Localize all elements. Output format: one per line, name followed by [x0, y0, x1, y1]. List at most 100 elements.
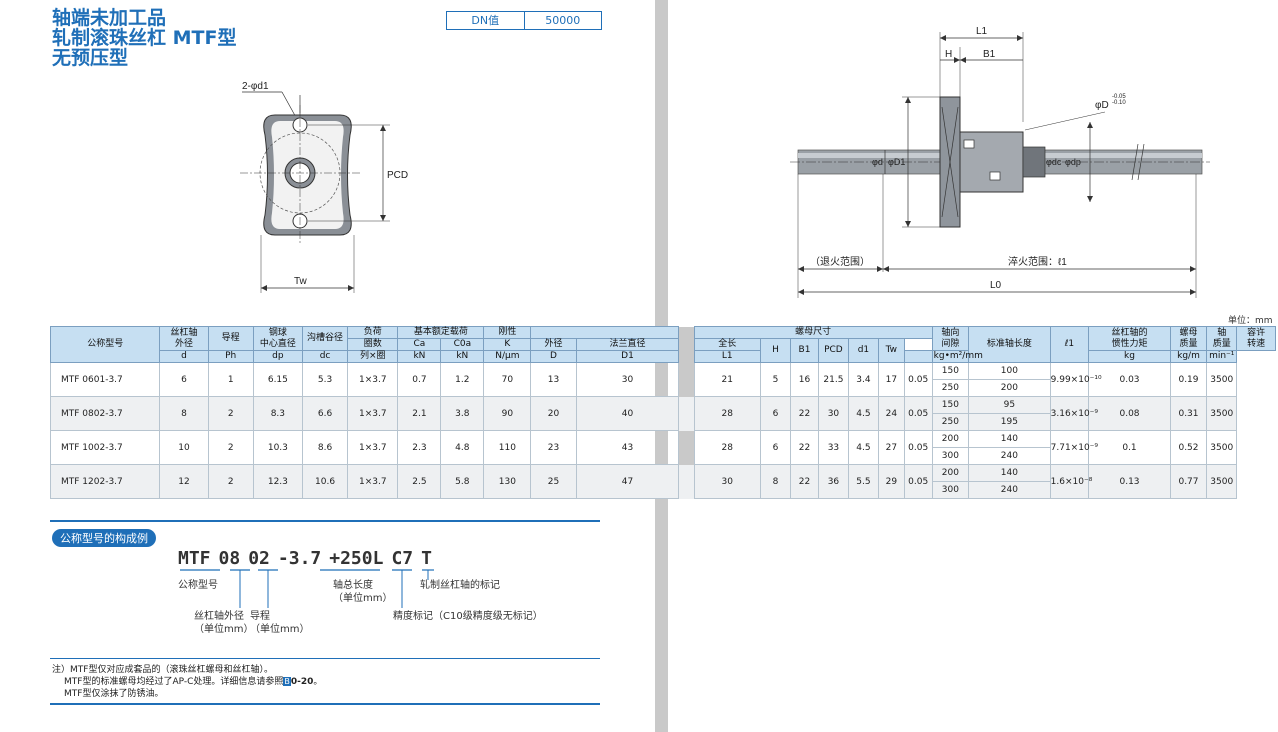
col-nut-dims: 螺母尺寸 — [693, 326, 933, 339]
reference-mark-icon: B — [283, 677, 291, 686]
note-reference[interactable]: 0-20 — [290, 677, 314, 687]
table-cell: MTF 0601-3.7 — [49, 362, 161, 397]
notes-top-rule — [50, 658, 600, 659]
code-part-series: MTF — [178, 548, 211, 569]
col-groove: 沟槽谷径 — [302, 326, 349, 351]
spec-table: 公称型号 丝杠轴 外径 导程 钢球 中心直径 沟槽谷径 负荷 基本额定载荷 刚性… — [49, 326, 1276, 499]
col-tw: Tw — [877, 338, 905, 363]
code-part-shaft: 08 — [218, 548, 241, 569]
col-lead: 导程 — [207, 326, 254, 351]
table-gutter-cell — [678, 464, 695, 499]
table-cell: 240 — [968, 447, 1051, 465]
title-line-2: 轧制滚珠丝杠 MTF型 — [52, 27, 237, 49]
table-cell: 140 — [968, 430, 1051, 448]
table-cell: 0.08 — [1088, 396, 1171, 431]
unit-kn-coa: kN — [440, 350, 485, 363]
table-cell: 250 — [931, 413, 970, 431]
table-cell: 250 — [931, 379, 970, 397]
table-cell: 8.3 — [252, 396, 304, 431]
col-shaft-mass: 轴 质量 — [1206, 326, 1238, 351]
table-cell: 8 — [159, 396, 209, 431]
col-shaft-dia: 丝杠轴 外径 — [159, 326, 209, 351]
table-cell: 240 — [968, 481, 1051, 499]
table-cell: 2.5 — [397, 464, 442, 499]
table-cell: 195 — [968, 413, 1051, 431]
title-line-1: 轴端未加工品 — [52, 7, 167, 29]
table-gutter-cell — [678, 362, 695, 397]
col-flange: 法兰直径 — [575, 338, 680, 351]
table-cell: 0.31 — [1169, 396, 1208, 431]
table-cell: 3.4 — [847, 362, 879, 397]
d1-label: φD1 — [888, 157, 905, 167]
table-cell: 9.99×10⁻¹⁰ — [1049, 362, 1102, 397]
table-cell: 1×3.7 — [347, 396, 399, 431]
unit-ph: Ph — [207, 350, 254, 363]
note-line-2: MTF型的标准螺母均经过了AP-C处理。详细信息请参照B0-20。 — [52, 676, 322, 688]
col-inertia: 丝杠轴的 惯性力矩 — [1088, 326, 1171, 351]
table-cell: 300 — [931, 481, 970, 499]
table-cell: 25 — [530, 464, 577, 499]
unit-dp: dp — [252, 350, 304, 363]
title-line-3: 无预压型 — [52, 47, 129, 69]
unit-k: N/μm — [483, 350, 532, 363]
code-part-accuracy: C7 — [391, 548, 414, 569]
table-cell: 0.03 — [1088, 362, 1171, 397]
hole-diameter-label: 2-φd1 — [242, 81, 269, 92]
col-std-length: 标准轴长度 — [968, 326, 1051, 363]
table-cell: 6.6 — [302, 396, 349, 431]
table-cell: 150 — [931, 396, 970, 414]
unit-label: 单位：mm — [1228, 316, 1273, 326]
table-cell: 3.8 — [440, 396, 485, 431]
table-cell: 4.5 — [847, 396, 879, 431]
table-cell: 10.3 — [252, 430, 304, 465]
table-cell: 1×3.7 — [347, 464, 399, 499]
screw-side-view: L1 H B1 φD -0.05 -0.10 φd φD1 φdc φdp （退… — [790, 26, 1210, 298]
table-cell: 140 — [968, 464, 1051, 482]
flange-diameter-label: φD — [1095, 100, 1109, 111]
table-cell: 29 — [877, 464, 905, 499]
note-line-1: 注）MTF型仅对应成套品的（滚珠丝杠螺母和丝杠轴）。 — [52, 665, 273, 675]
l0-dimension-label: L0 — [990, 280, 1002, 291]
table-cell: 1.6×10⁻⁸ — [1049, 464, 1092, 499]
table-cell: 2.1 — [397, 396, 442, 431]
note-line-2-end: 。 — [313, 677, 323, 687]
code-part-lead: 02 — [248, 548, 270, 569]
table-cell: 22 — [790, 396, 819, 431]
table-cell: 100 — [968, 362, 1051, 380]
unit-D1: D1 — [575, 350, 680, 363]
dc-label: φdc — [1046, 157, 1062, 167]
code-part-rolled: T — [421, 548, 432, 569]
table-cell: 10 — [159, 430, 209, 465]
table-cell: 21.5 — [817, 362, 849, 397]
table-cell: 5.3 — [302, 362, 349, 397]
composition-leaders — [180, 569, 434, 608]
composition-badge: 公称型号的构成例 — [52, 529, 156, 547]
table-cell: 6.15 — [252, 362, 304, 397]
table-cell: 5.8 — [440, 464, 485, 499]
table-cell: 0.05 — [903, 396, 933, 431]
table-cell: 22 — [790, 464, 819, 499]
nut-thread — [1022, 146, 1046, 178]
table-gutter-cell — [678, 396, 695, 431]
col-backlash: 轴向 间隙 — [931, 326, 970, 351]
table-cell: 2 — [207, 396, 254, 431]
table-cell: 33 — [817, 430, 849, 465]
col-length: 全长 — [693, 338, 761, 351]
col-load-sub: 圈数 — [347, 338, 399, 351]
table-cell: 5 — [759, 362, 792, 397]
code-part-turns: -3.7 — [277, 548, 322, 569]
table-cell: 36 — [817, 464, 849, 499]
col-nut-dims-left — [530, 326, 680, 339]
col-model: 公称型号 — [49, 326, 161, 363]
col-load: 负荷 — [347, 326, 399, 339]
table-cell: 5.5 — [847, 464, 879, 499]
dp-label: φdp — [1065, 157, 1081, 167]
table-cell: 1.2 — [440, 362, 485, 397]
table-cell: 27 — [877, 430, 905, 465]
label-shaft-dia: 丝杠轴外径 （单位mm） — [194, 611, 254, 635]
table-cell: 30 — [575, 362, 680, 397]
table-cell: 6 — [759, 430, 792, 465]
table-cell: 200 — [931, 430, 970, 448]
table-cell: 21 — [693, 362, 761, 397]
table-cell: 6 — [159, 362, 209, 397]
